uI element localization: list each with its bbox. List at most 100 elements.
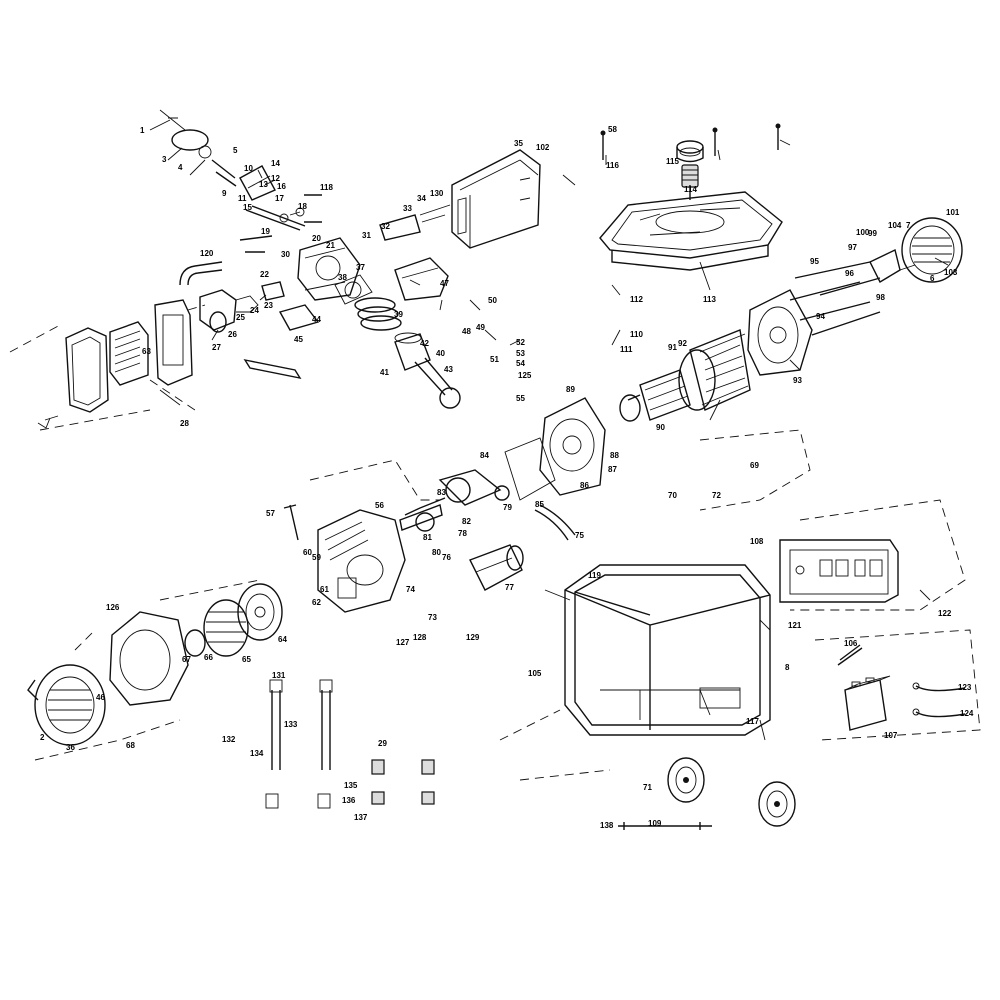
oil-dipstick (283, 504, 299, 541)
callout-30: 30 (281, 250, 290, 259)
callout-7: 7 (906, 221, 911, 230)
cooling-fan (184, 599, 249, 657)
callout-72: 72 (712, 491, 721, 500)
callout-21: 21 (326, 241, 335, 250)
callout-85: 85 (535, 500, 544, 509)
callout-28: 28 (180, 419, 189, 428)
callout-9: 9 (222, 189, 227, 198)
callout-106: 106 (844, 639, 858, 648)
callout-59: 59 (312, 553, 321, 562)
callout-16: 16 (277, 182, 286, 191)
callout-99: 99 (868, 229, 877, 238)
connecting-rod (414, 357, 461, 409)
piston (394, 332, 431, 371)
callout-82: 82 (462, 517, 471, 526)
callout-26: 26 (228, 330, 237, 339)
callout-43: 43 (444, 365, 453, 374)
callout-5: 5 (233, 146, 238, 155)
callout-86: 86 (580, 481, 589, 490)
rocker-cover (159, 109, 237, 187)
heat-shield (243, 304, 320, 380)
fuel-strainer (681, 164, 699, 188)
callout-128: 128 (413, 633, 427, 642)
callout-109: 109 (648, 819, 662, 828)
callout-122: 122 (938, 609, 952, 618)
callout-70: 70 (668, 491, 677, 500)
callout-31: 31 (362, 231, 371, 240)
callout-73: 73 (428, 613, 437, 622)
callout-112: 112 (630, 295, 643, 304)
callout-71: 71 (643, 783, 652, 792)
muffler (451, 149, 541, 249)
callout-135: 135 (344, 781, 358, 790)
callout-4: 4 (178, 163, 183, 172)
callout-136: 136 (342, 796, 356, 805)
callout-20: 20 (312, 234, 321, 243)
callout-108: 108 (750, 537, 764, 546)
part-callouts: 1 2 3 4 5 6 7 8 9 10 11 12 13 14 15 16 1… (40, 125, 974, 830)
callout-80: 80 (432, 548, 441, 557)
belt (534, 504, 576, 541)
callout-94: 94 (816, 312, 825, 321)
callout-67: 67 (182, 655, 191, 664)
callout-81: 81 (423, 533, 432, 542)
fuel-tank (599, 191, 783, 271)
callout-65: 65 (242, 655, 251, 664)
callout-69: 69 (750, 461, 759, 470)
callout-138: 138 (600, 821, 614, 830)
valve-cover (394, 257, 449, 301)
callout-88: 88 (610, 451, 619, 460)
callout-47: 47 (440, 279, 449, 288)
callout-111: 111 (620, 345, 633, 354)
stator (678, 329, 751, 411)
frame (564, 564, 771, 736)
callout-120: 120 (200, 249, 214, 258)
callout-104: 104 (888, 221, 902, 230)
callout-19: 19 (261, 227, 270, 236)
crankcase (317, 509, 406, 613)
callout-121: 121 (788, 621, 802, 630)
rotor (619, 369, 691, 422)
battery-hold-down (837, 644, 863, 666)
handle-right (317, 679, 333, 809)
callout-45: 45 (294, 335, 303, 344)
callout-13: 13 (259, 180, 268, 189)
callout-92: 92 (678, 339, 687, 348)
callout-125: 125 (518, 371, 532, 380)
tank-bolts (600, 123, 781, 200)
callout-118: 118 (320, 183, 333, 192)
callout-51: 51 (490, 355, 499, 364)
callout-36: 36 (66, 743, 75, 752)
callout-102: 102 (536, 143, 550, 152)
group-boundaries (9, 304, 981, 781)
callout-38: 38 (338, 273, 347, 282)
callout-101: 101 (946, 208, 960, 217)
mounting-feet (371, 759, 435, 805)
crankcase-cover-gasket (504, 437, 556, 501)
crankshaft (404, 469, 510, 516)
callout-58: 58 (608, 125, 617, 134)
callout-84: 84 (480, 451, 489, 460)
callout-53: 53 (516, 349, 525, 358)
callout-110: 110 (630, 330, 643, 339)
axle (618, 822, 712, 830)
air-filter-assembly (37, 299, 193, 429)
callout-123: 123 (958, 683, 972, 692)
end-cover (869, 217, 963, 283)
callout-56: 56 (375, 501, 384, 510)
callout-105: 105 (528, 669, 542, 678)
callout-100: 100 (856, 228, 870, 237)
battery-cables (912, 682, 966, 718)
callout-32: 32 (381, 222, 390, 231)
callout-77: 77 (505, 583, 514, 592)
callout-117: 117 (746, 717, 759, 726)
callout-83: 83 (437, 488, 446, 497)
callout-10: 10 (244, 164, 253, 173)
callout-57: 57 (266, 509, 275, 518)
callout-98: 98 (876, 293, 885, 302)
callout-78: 78 (458, 529, 467, 538)
rear-bearing-housing (747, 289, 813, 376)
callout-61: 61 (320, 585, 329, 594)
callout-97: 97 (848, 243, 857, 252)
